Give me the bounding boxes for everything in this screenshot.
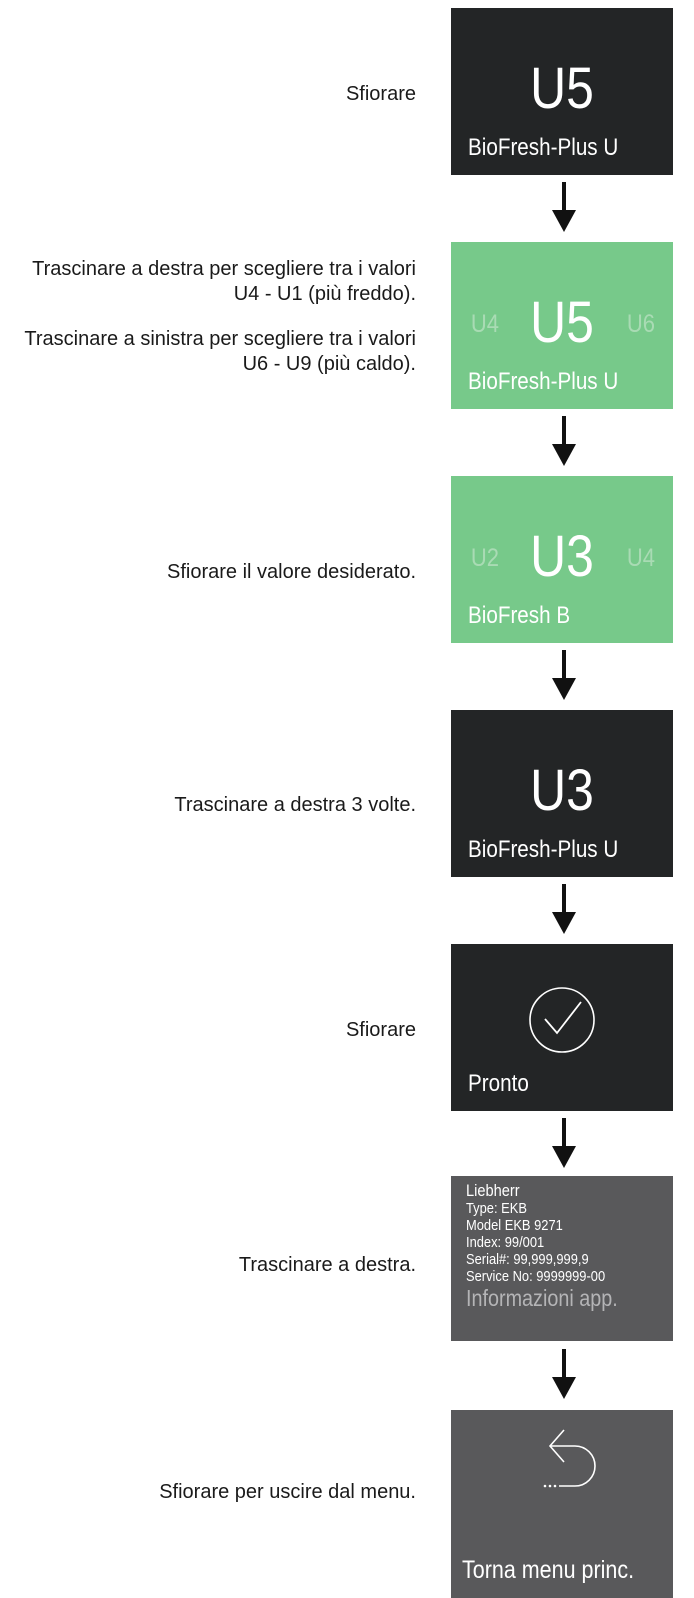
confirm-panel[interactable]: Pronto [451,944,673,1111]
selection-panel-u3[interactable]: U2 U3 U4 BioFresh B [451,476,673,643]
setting-value[interactable]: U5 [530,290,594,355]
down-arrow-icon [552,884,576,934]
instruction-text: Trascinare a destra. [238,1254,416,1276]
selection-panel-u5[interactable]: U4 U5 U6 BioFresh-Plus U [451,242,673,409]
down-arrow-icon [552,416,576,466]
next-value[interactable]: U4 [626,544,656,572]
info-brand: Liebherr [466,1181,520,1200]
step-2-instruction: Trascinare a destra per scegliere tra i … [6,257,416,377]
info-index: Index: 99/001 [466,1234,545,1251]
step-3-instruction: Sfiorare il valore desiderato. [167,560,416,585]
step-5-instruction: Sfiorare [346,1018,416,1043]
info-service: Service No: 9999999-00 [466,1268,606,1285]
step-4-instruction: Trascinare a destra 3 volte. [174,793,416,818]
panel-label: Pronto [468,1070,529,1097]
back-to-menu-panel[interactable]: Torna menu princ. [451,1410,673,1598]
info-type: Type: EKB [466,1200,527,1217]
panel-label: BioFresh-Plus U [468,134,619,161]
instruction-text: Sfiorare il valore desiderato. [166,561,416,583]
setting-value: U3 [530,758,594,823]
display-panel-u3[interactable]: U3 BioFresh-Plus U [451,710,673,877]
device-info: Liebherr Type: EKB Model EKB 9271 Index:… [466,1181,642,1311]
panel-label: BioFresh B [468,602,571,629]
down-arrow-icon [552,182,576,232]
panel-label: Torna menu princ. [462,1556,635,1584]
instruction-text: Trascinare a destra 3 volte. [174,794,416,816]
panel-label: BioFresh-Plus U [468,836,619,863]
info-model: Model EKB 9271 [466,1217,563,1234]
setting-value[interactable]: U3 [530,524,594,589]
down-arrow-icon [552,1349,576,1399]
step-6-instruction: Trascinare a destra. [239,1253,416,1278]
instruction-text: Sfiorare [345,83,416,105]
down-arrow-icon [552,650,576,700]
instruction-text: Trascinare a destra per scegliere tra i … [32,258,416,305]
back-arrow-icon [543,1429,596,1488]
down-arrow-icon [552,1118,576,1168]
setting-value: U5 [530,56,594,121]
instruction-text: Trascinare a sinistra per scegliere tra … [24,328,416,375]
checkmark-circle-icon [529,987,595,1053]
panel-label: BioFresh-Plus U [468,368,619,395]
app-info-panel[interactable]: Liebherr Type: EKB Model EKB 9271 Index:… [451,1176,673,1341]
instruction-text: Sfiorare [345,1019,416,1041]
info-serial: Serial#: 99,999,999,9 [466,1251,589,1268]
instruction-text: Sfiorare per uscire dal menu. [159,1481,416,1503]
step-7-instruction: Sfiorare per uscire dal menu. [159,1480,416,1505]
prev-value[interactable]: U4 [470,310,500,338]
step-1-instruction: Sfiorare [346,82,416,107]
display-panel-u5[interactable]: U5 BioFresh-Plus U [451,8,673,175]
next-value[interactable]: U6 [626,310,656,338]
prev-value[interactable]: U2 [470,544,500,572]
panel-label: Informazioni app. [466,1285,618,1311]
